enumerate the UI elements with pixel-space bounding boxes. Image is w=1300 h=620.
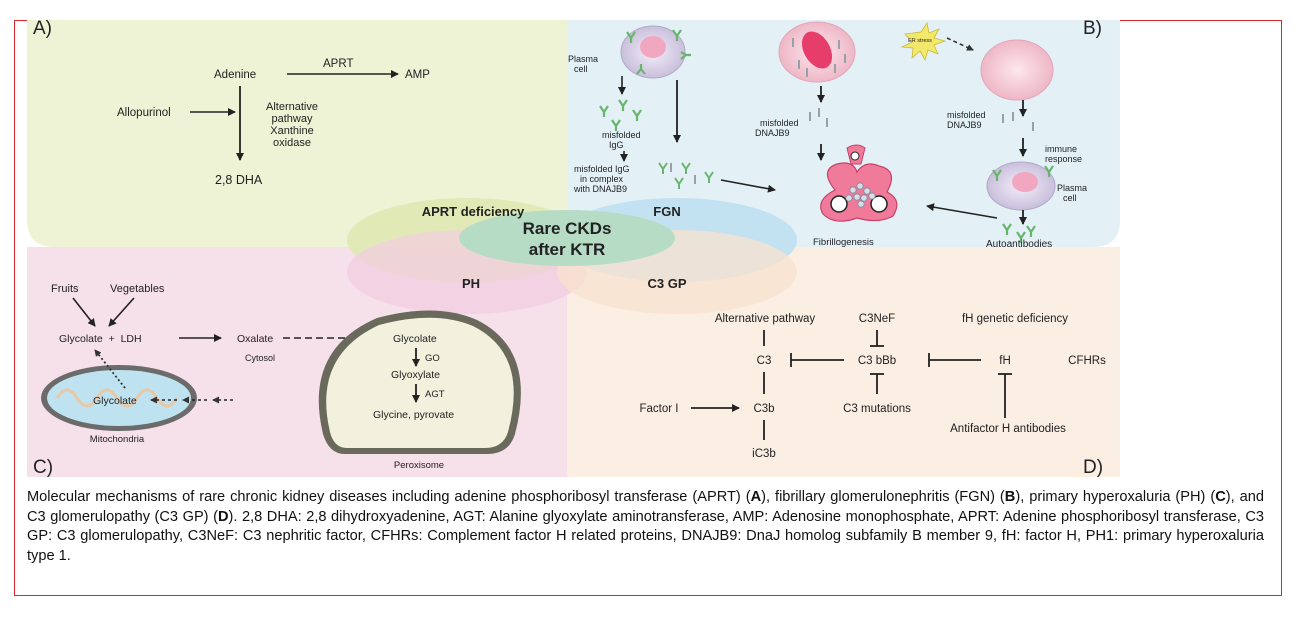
er-stress-star-icon: ER stress xyxy=(900,21,947,62)
misfolded-dnajb9-b-1: misfolded xyxy=(947,110,986,120)
fh-deficiency-label: fH genetic deficiency xyxy=(962,313,1068,325)
panel-c-title: PH xyxy=(462,276,480,291)
dha-label: 2,8 DHA xyxy=(215,173,263,187)
fh-label: fH xyxy=(999,355,1011,367)
panel-c: Fruits Vegetables Glycolate + LDH Oxalat… xyxy=(41,283,521,471)
misfolded-igg-icon xyxy=(599,99,642,131)
panel-a: Adenine APRT AMP Allopurinol Alternative… xyxy=(117,58,430,187)
figure-diagram: Rare CKDs after KTR APRT deficiency FGN … xyxy=(27,20,1120,478)
center-title-line2: after KTR xyxy=(529,240,606,259)
fruits-arrow xyxy=(72,297,96,327)
complex-label-3: with DNAJB9 xyxy=(573,184,627,194)
misfolded-igg-label-2: IgG xyxy=(609,140,624,150)
mitochondria-icon xyxy=(41,365,197,431)
amp-label: AMP xyxy=(405,69,430,81)
panel-d: Alternative pathway C3NeF fH genetic def… xyxy=(640,313,1107,460)
panel-a-title: APRT deficiency xyxy=(422,204,525,219)
pathway-line-4: oxidase xyxy=(273,137,311,149)
mitochondria-label: Mitochondria xyxy=(90,434,145,445)
panel-b-title: FGN xyxy=(653,204,680,219)
complex-label-2: in complex xyxy=(580,174,624,184)
misfolded-dnajb9-icon-b xyxy=(1002,112,1034,131)
plasma-cell-label-2: cell xyxy=(574,64,588,74)
cfhrs-label: CFHRs xyxy=(1068,355,1106,367)
adenine-label: Adenine xyxy=(214,69,256,81)
caption-part: ), primary hyperoxaluria (PH) ( xyxy=(1015,489,1216,505)
autoantibodies-label: Autoantibodies xyxy=(986,239,1052,250)
agt-label: AGT xyxy=(425,389,445,400)
caption-part: ), and C3 glomerulopathy (C3 GP) ( xyxy=(27,489,1264,525)
panel-d-label: D) xyxy=(1083,457,1103,478)
mito-glycolate-label: Glycolate xyxy=(93,395,137,407)
vegetables-arrow xyxy=(108,297,135,327)
c3-label: C3 xyxy=(757,355,772,367)
complex-label-1: misfolded IgG xyxy=(574,164,630,174)
stressed-cell-icon xyxy=(980,39,1054,101)
panel-c-label: C) xyxy=(33,457,53,478)
figure-caption: Molecular mechanisms of rare chronic kid… xyxy=(27,488,1264,566)
ic3b-label: iC3b xyxy=(752,448,776,460)
caption-part: ). 2,8 DHA: 2,8 dihydroxyadenine, AGT: A… xyxy=(27,508,1264,564)
caption-part: Molecular mechanisms of rare chronic kid… xyxy=(27,489,751,505)
immune-label-2: response xyxy=(1045,154,1082,164)
plasma-cell-b-label-2: cell xyxy=(1063,193,1077,203)
fibrillogenesis-label: Fibrillogenesis xyxy=(813,237,874,248)
autoantibody-arrow xyxy=(926,203,998,219)
glycolate-ldh-label: Glycolate + LDH xyxy=(59,333,142,345)
panel-a-label: A) xyxy=(33,20,52,39)
pathway-line-1: Alternative xyxy=(266,101,318,113)
peroxisome-label: Peroxisome xyxy=(394,460,444,471)
factor-i-label: Factor I xyxy=(640,403,679,415)
products-label: Glycine, pyrovate xyxy=(373,409,454,421)
alt-pathway-label: Alternative pathway xyxy=(715,313,816,325)
panel-b: Plasma cell misfolded IgG misfolded IgG … xyxy=(568,21,1087,250)
cytosol-label: Cytosol xyxy=(245,353,275,363)
caption-panel-b-ref: B xyxy=(1004,489,1016,505)
misfolded-dnajb9-a-1: misfolded xyxy=(760,118,799,128)
vegetables-label: Vegetables xyxy=(110,283,165,295)
center-ellipse-core xyxy=(459,210,675,266)
pathway-line-3: Xanthine xyxy=(270,125,313,137)
c3nef-label: C3NeF xyxy=(859,313,895,325)
plasma-cell-icon xyxy=(620,25,691,79)
er-stress-label: ER stress xyxy=(908,38,932,44)
glyoxylate-label: Glyoxylate xyxy=(391,369,440,381)
plasma-cell-b-icon xyxy=(986,161,1056,211)
c3b-label: C3b xyxy=(753,403,774,415)
complex-arrow xyxy=(720,179,776,193)
misfolded-dnajb9-b-2: DNAJB9 xyxy=(947,120,982,130)
caption-panel-d-ref: D xyxy=(217,508,229,525)
center-title-line1: Rare CKDs xyxy=(523,219,612,238)
oxalate-label: Oxalate xyxy=(237,333,273,345)
antifactor-label: Antifactor H antibodies xyxy=(950,423,1066,435)
go-label: GO xyxy=(425,353,440,364)
misfolded-igg-label-1: misfolded xyxy=(602,130,641,140)
caption-part: ), fibrillary glomerulonephritis (FGN) ( xyxy=(761,489,1005,505)
fibrillogenesis-icon xyxy=(820,144,898,222)
caption-panel-a-ref: A xyxy=(750,489,762,505)
misfolded-dnajb9-icon-a xyxy=(809,108,828,127)
plasma-cell-label-1: Plasma xyxy=(568,54,598,64)
aprt-label: APRT xyxy=(323,58,353,70)
c3bbb-label: C3 bBb xyxy=(858,355,896,367)
allopurinol-label: Allopurinol xyxy=(117,107,171,119)
panel-d-title: C3 GP xyxy=(647,276,686,291)
er-stress-dashed-arrow xyxy=(946,37,974,51)
caption-panel-c-ref: C xyxy=(1215,489,1226,505)
perox-glycolate-label: Glycolate xyxy=(393,333,437,345)
c3-mutations-label: C3 mutations xyxy=(843,403,911,415)
panel-b-label: B) xyxy=(1083,20,1102,39)
complex-icon xyxy=(658,162,714,189)
er-cell-icon xyxy=(778,21,856,83)
mito-dotted-arrow xyxy=(94,349,126,389)
misfolded-dnajb9-a-2: DNAJB9 xyxy=(755,128,790,138)
pathway-line-2: pathway xyxy=(272,113,313,125)
fruits-label: Fruits xyxy=(51,283,79,295)
plasma-cell-b-label-1: Plasma xyxy=(1057,183,1087,193)
panel-a-background xyxy=(27,20,567,247)
autoantibody-icon xyxy=(1002,223,1036,243)
peroxisome-icon xyxy=(318,310,521,454)
immune-label-1: immune xyxy=(1045,144,1077,154)
